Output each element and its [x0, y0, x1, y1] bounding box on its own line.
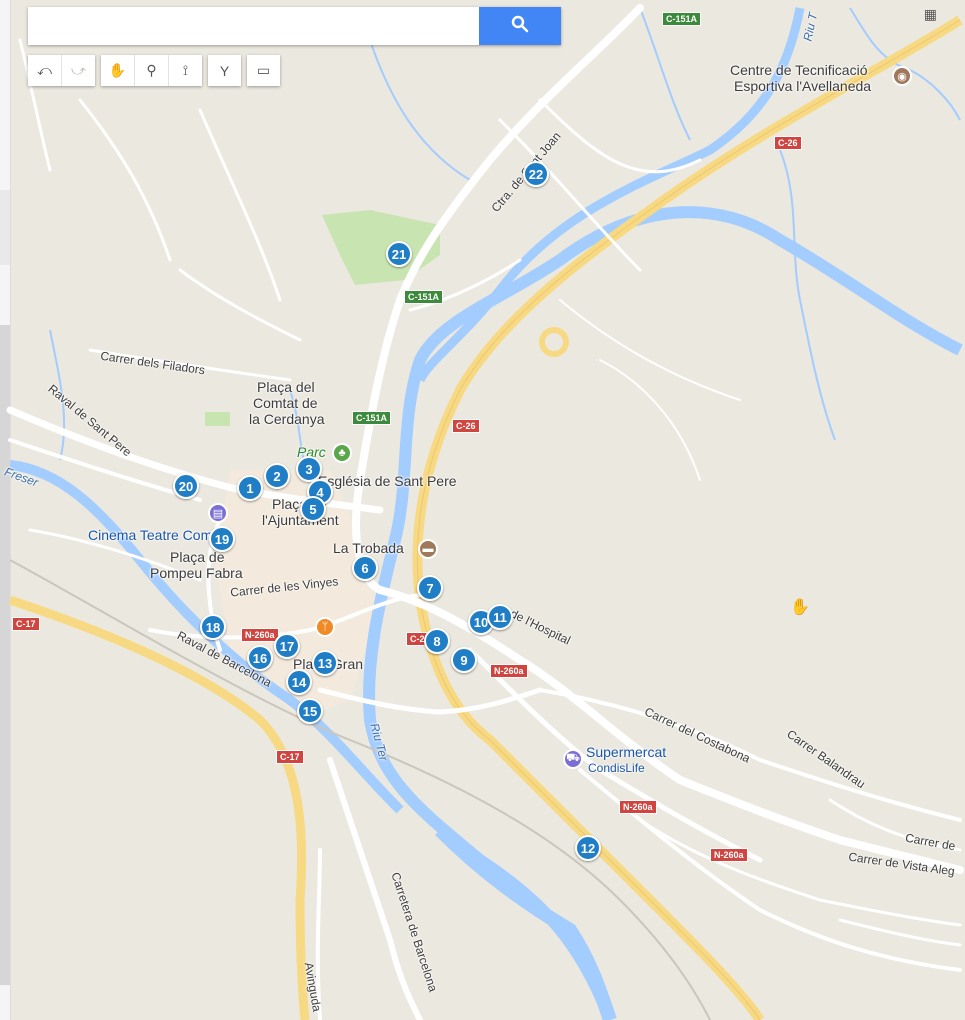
map-marker-12[interactable]: 12 [575, 835, 601, 861]
search-input[interactable] [28, 7, 479, 45]
place-label-supermercat: Supermercat [586, 744, 667, 760]
marker-icon: ⚲ [146, 62, 157, 78]
map-marker-13[interactable]: 13 [312, 650, 338, 676]
map-marker-18[interactable]: 18 [200, 614, 226, 640]
map-marker-8[interactable]: 8 [424, 628, 450, 654]
road-shield-c151a: C-151A [662, 12, 702, 26]
redo-icon: ⤻ [71, 62, 86, 78]
apps-grid-icon[interactable]: ▦ [923, 6, 937, 22]
map-marker-22[interactable]: 22 [523, 161, 549, 187]
road-shield-n260a: N-260a [490, 664, 528, 678]
map-marker-11[interactable]: 11 [487, 604, 513, 630]
add-marker-button[interactable]: ⚲ [135, 55, 169, 86]
place-label-condis: CondisLife [588, 761, 645, 775]
line-icon: ⟟ [182, 62, 189, 78]
road-shield-c151a: C-151A [352, 411, 392, 425]
map-marker-16[interactable]: 16 [247, 645, 273, 671]
map-marker-21[interactable]: 21 [386, 241, 412, 267]
map-marker-3[interactable]: 3 [296, 456, 322, 482]
hand-icon: ✋ [108, 62, 127, 78]
map-marker-1[interactable]: 1 [237, 475, 263, 501]
hotel-icon[interactable]: ▬ [418, 539, 438, 559]
map-marker-19[interactable]: 19 [209, 526, 235, 552]
park-icon[interactable]: ♣ [332, 443, 352, 463]
map-toolbar: ⤺ ⤻ ✋ ⚲ ⟟ Y ▭ [28, 55, 280, 86]
road-shield-n260a: N-260a [241, 628, 279, 642]
pan-tool-button[interactable]: ✋ [101, 55, 135, 86]
measure-group: ▭ [247, 55, 280, 86]
place-label-pompeu-1: Plaça de [170, 549, 225, 565]
tools-group: ✋ ⚲ ⟟ [101, 55, 202, 86]
left-panel-edge [0, 0, 11, 1020]
map-marker-14[interactable]: 14 [286, 669, 312, 695]
directions-button[interactable]: Y [208, 55, 241, 86]
search-button[interactable] [479, 7, 561, 45]
road-shield-c17: C-17 [12, 617, 40, 631]
directions-group: Y [208, 55, 241, 86]
search-box [28, 7, 561, 45]
map-marker-9[interactable]: 9 [451, 647, 477, 673]
undo-button[interactable]: ⤺ [28, 55, 62, 86]
road-shield-c26: C-26 [452, 419, 480, 433]
restaurant-icon[interactable]: ᛘ [315, 617, 335, 637]
road-shield-c26: C-26 [774, 136, 802, 150]
place-label-placa-comtat-2: Comtat de [253, 395, 318, 411]
map-marker-6[interactable]: 6 [352, 555, 378, 581]
road-shield-c151a: C-151A [404, 290, 444, 304]
place-label-pompeu-2: Pompeu Fabra [150, 565, 243, 581]
redo-button[interactable]: ⤻ [62, 55, 95, 86]
search-icon [511, 15, 529, 38]
place-label-cinema: Cinema Teatre Comtal [88, 527, 228, 543]
ruler-icon: ▭ [256, 62, 271, 78]
railway [9, 559, 711, 1020]
place-label-centre-2: Esportiva l'Avellaneda [734, 78, 872, 94]
map-marker-2[interactable]: 2 [264, 463, 290, 489]
road-shield-c17: C-17 [276, 750, 304, 764]
place-label-esglesia: Església de Sant Pere [318, 473, 457, 489]
cinema-icon[interactable]: ▤ [208, 503, 228, 523]
road-shield-n260a: N-260a [710, 848, 748, 862]
place-label-placa-comtat-1: Plaça del [257, 379, 315, 395]
directions-icon: Y [219, 62, 230, 79]
measure-button[interactable]: ▭ [247, 55, 280, 86]
place-label-centre: Centre de Tecnificació [730, 62, 868, 78]
map-marker-20[interactable]: 20 [173, 473, 199, 499]
sports-centre-icon[interactable]: ◉ [892, 66, 912, 86]
road-shield-c2: C-2 [406, 632, 429, 646]
hand-cursor-icon: ✋ [790, 599, 810, 616]
map-marker-7[interactable]: 7 [417, 575, 443, 601]
shopping-cart-icon[interactable]: ⛟ [563, 749, 583, 769]
map-marker-5[interactable]: 5 [300, 496, 326, 522]
road-shield-n260a: N-260a [619, 800, 657, 814]
park-area [322, 210, 440, 285]
map-marker-17[interactable]: 17 [274, 633, 300, 659]
history-group: ⤺ ⤻ [28, 55, 95, 86]
place-label-placa-comtat-3: la Cerdanya [249, 411, 325, 427]
river-ter-upper [415, 7, 805, 383]
undo-icon: ⤺ [37, 62, 52, 78]
place-label-trobada: La Trobada [333, 540, 404, 556]
map-marker-15[interactable]: 15 [297, 698, 323, 724]
draw-line-button[interactable]: ⟟ [169, 55, 202, 86]
